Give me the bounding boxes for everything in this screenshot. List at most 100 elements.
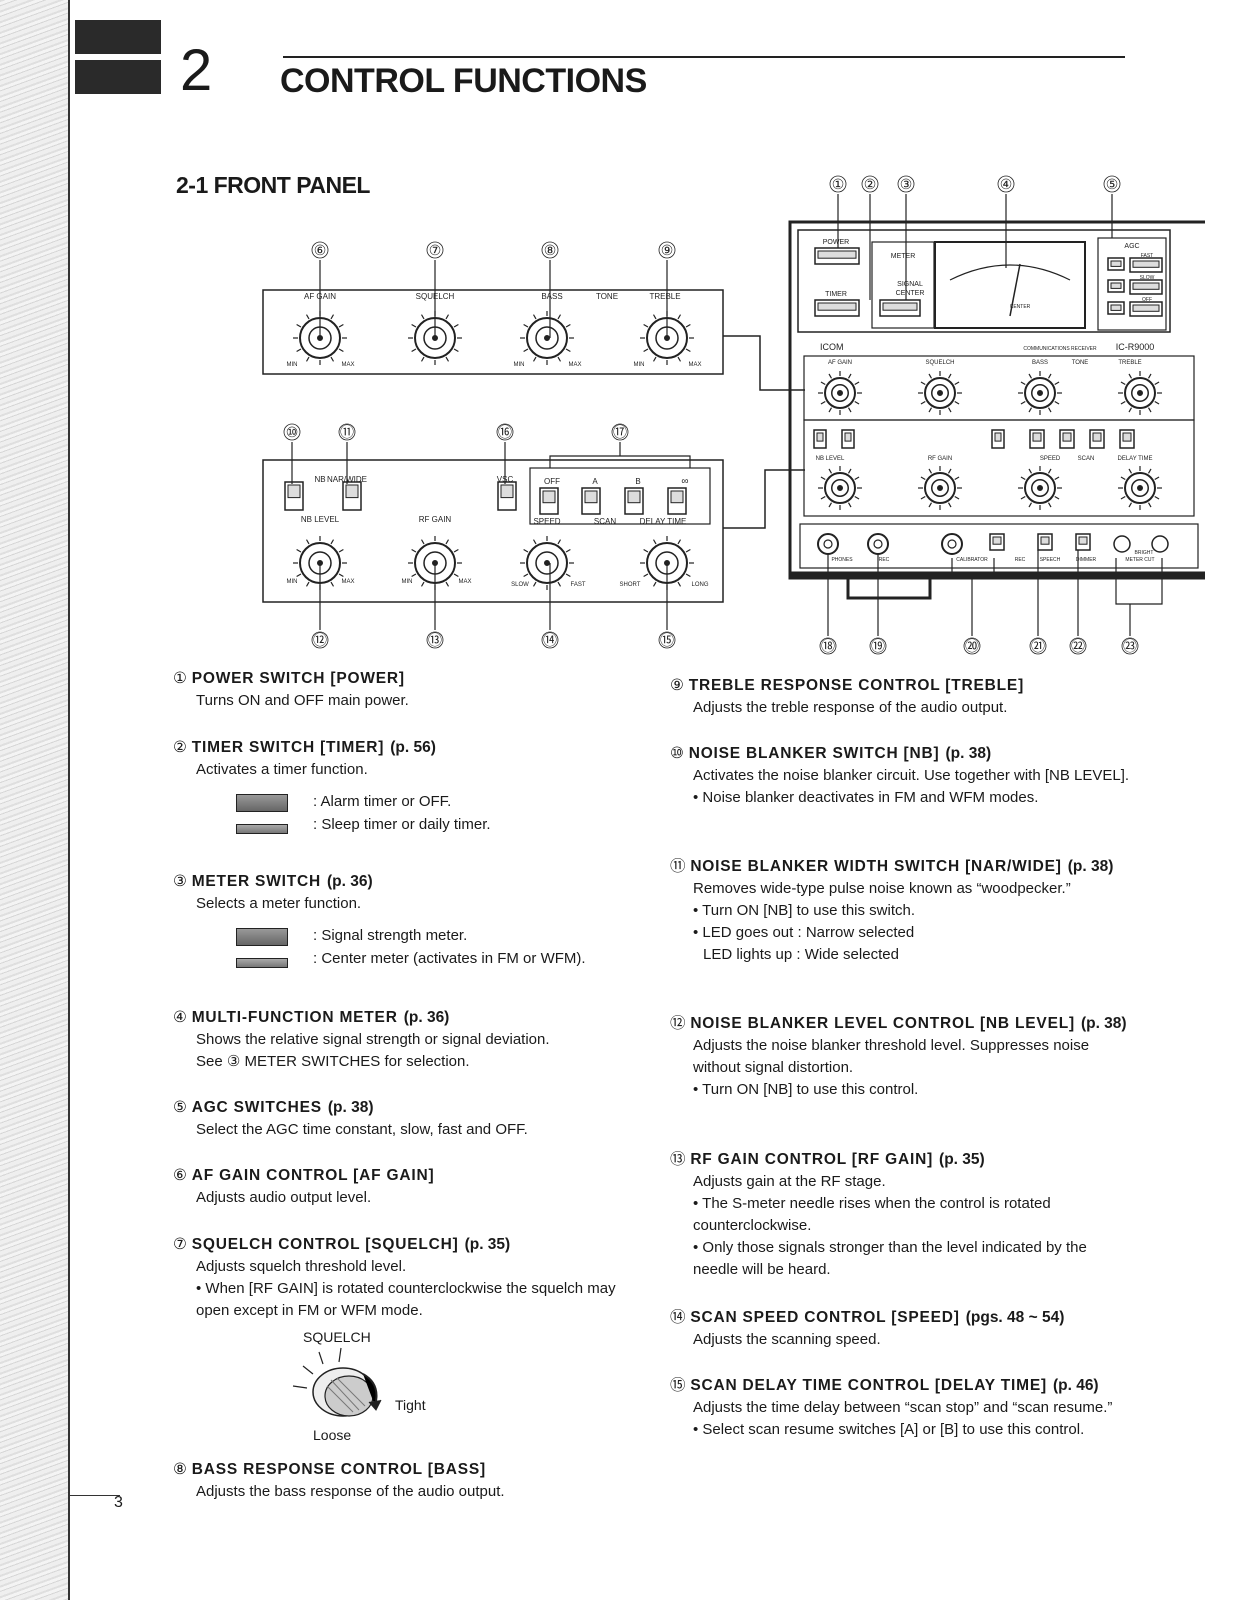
control-title: MULTI-FUNCTION METER bbox=[191, 1009, 398, 1026]
control-title: TIMER SWITCH [TIMER] bbox=[191, 739, 385, 756]
panel-label: MAX bbox=[458, 579, 471, 585]
title-rule bbox=[283, 56, 1125, 58]
panel-label: DELAY TIME bbox=[640, 517, 687, 526]
knob-tick bbox=[565, 348, 571, 353]
control-text: Adjusts squelch threshold level. bbox=[196, 1258, 407, 1275]
knob-tick bbox=[411, 348, 417, 353]
knob-tick bbox=[338, 348, 344, 353]
callout-number: ⑫ bbox=[313, 632, 327, 648]
bullet-text: The S-meter needle rises when the contro… bbox=[693, 1195, 1051, 1234]
control-text: Turns ON and OFF main power. bbox=[196, 692, 409, 709]
knob-tick bbox=[411, 573, 417, 578]
callout-number: ② bbox=[173, 739, 188, 756]
connector-line bbox=[723, 335, 805, 391]
panel-label: BRIGHT bbox=[1135, 550, 1154, 556]
bullet-icon: • bbox=[693, 1421, 703, 1438]
page-reference: (p. 36) bbox=[327, 873, 373, 890]
knob-tick bbox=[652, 581, 657, 587]
switch-cap bbox=[1132, 282, 1160, 290]
callout-circle bbox=[426, 631, 444, 649]
brand-label: ICOM bbox=[820, 342, 844, 352]
callout-circle bbox=[1103, 175, 1121, 193]
control-title: RF GAIN CONTROL [RF GAIN] bbox=[690, 1151, 934, 1168]
knob-tick bbox=[1020, 476, 1026, 481]
jack-inner bbox=[947, 539, 957, 549]
callout-number: ⑩ bbox=[670, 745, 685, 762]
knob-tick bbox=[847, 407, 852, 413]
meter-knob bbox=[1113, 535, 1131, 553]
switch-cap bbox=[1132, 304, 1160, 312]
multi-function-meter bbox=[934, 241, 1086, 329]
page-reference: (p. 35) bbox=[464, 1236, 511, 1253]
switch-up-icon bbox=[236, 794, 288, 812]
callout-number: ⑥ bbox=[173, 1167, 188, 1184]
leader-line bbox=[951, 558, 995, 636]
knob-tick bbox=[453, 548, 459, 553]
leader-line bbox=[549, 442, 691, 468]
bullet-icon: • bbox=[693, 1239, 703, 1256]
callout-circle bbox=[819, 637, 837, 655]
callout-number: ② bbox=[864, 176, 877, 192]
jack-inner bbox=[873, 539, 883, 549]
panel-label: BASS bbox=[541, 292, 562, 301]
knob-cap bbox=[831, 479, 849, 497]
calibrator-knob bbox=[941, 533, 963, 555]
knob-tick bbox=[565, 548, 571, 553]
knob-tick bbox=[296, 323, 302, 328]
callout-circle bbox=[1069, 637, 1087, 655]
knob-tick bbox=[1020, 495, 1026, 500]
meter-scale bbox=[949, 264, 1071, 281]
switch-cap bbox=[1110, 260, 1122, 267]
knob-tick bbox=[1028, 502, 1033, 508]
knob-tick bbox=[1047, 502, 1052, 508]
knob-cap bbox=[1031, 384, 1049, 402]
knob-tick bbox=[920, 476, 926, 481]
knob-tick bbox=[1154, 381, 1160, 386]
panel-label: MAX bbox=[688, 362, 701, 368]
panel-label: LONG bbox=[691, 582, 708, 588]
panel-label: TREBLE bbox=[649, 292, 680, 301]
knob-tick bbox=[1128, 373, 1133, 379]
callout-circle bbox=[1121, 637, 1139, 655]
knob-tick bbox=[523, 323, 529, 328]
knob-tick bbox=[338, 548, 344, 553]
callout-number: ⑧ bbox=[173, 1461, 188, 1478]
panel-label: TIMER bbox=[825, 291, 847, 298]
knob-tick bbox=[920, 381, 926, 386]
tone-panel-detail bbox=[262, 289, 724, 375]
switch-cap bbox=[1132, 260, 1160, 268]
switch-cap bbox=[816, 432, 824, 442]
knob-cap bbox=[931, 479, 949, 497]
callout-circle bbox=[869, 637, 887, 655]
switch-cap bbox=[1110, 282, 1122, 289]
legend-text: : Signal strength meter. bbox=[313, 927, 468, 944]
knob-tick bbox=[1054, 495, 1060, 500]
knob-tick bbox=[1047, 373, 1052, 379]
knob-tick bbox=[296, 573, 302, 578]
knob-tick bbox=[920, 495, 926, 500]
callout-number: ⑨ bbox=[661, 242, 674, 258]
knob-center bbox=[1037, 485, 1043, 491]
panel-label: REC bbox=[1015, 557, 1026, 563]
bullet-text: When [RF GAIN] is rotated counterclockwi… bbox=[196, 1280, 616, 1319]
panel-label: SIGNAL bbox=[897, 281, 923, 288]
panel-label: B bbox=[635, 477, 640, 486]
knob-tick bbox=[652, 356, 657, 362]
knob-tick bbox=[1128, 407, 1133, 413]
chapter-number: 2 bbox=[180, 38, 213, 103]
switch-cap bbox=[670, 490, 684, 504]
knob-tick bbox=[947, 468, 952, 474]
legend-text: : Center meter (activates in FM or WFM). bbox=[313, 950, 586, 967]
callout-circle bbox=[611, 423, 629, 441]
panel-label: METER bbox=[891, 253, 916, 260]
callout-circle bbox=[541, 241, 559, 259]
